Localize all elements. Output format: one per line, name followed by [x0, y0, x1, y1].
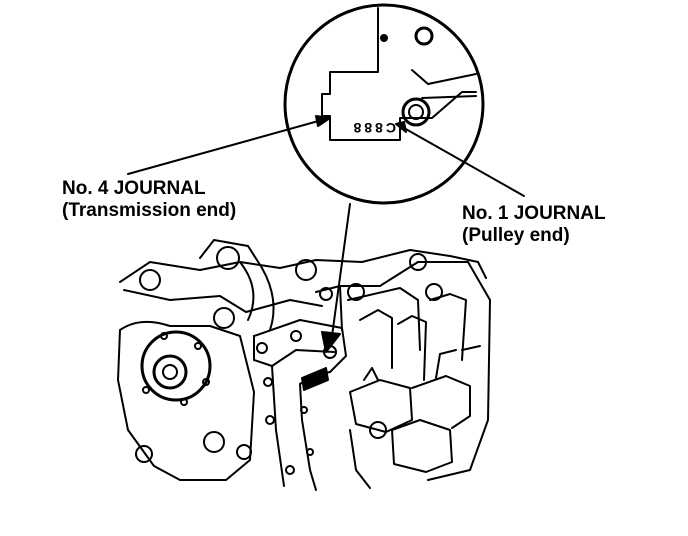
- journal-code-stamp: [301, 367, 329, 391]
- no4-journal-subtitle: (Transmission end): [62, 200, 237, 221]
- no4-journal-label: No. 4 JOURNAL (Transmission end): [62, 178, 236, 222]
- no1-journal-label: No. 1 JOURNAL (Pulley end): [462, 203, 606, 247]
- no1-journal-title: No. 1 JOURNAL: [462, 203, 606, 224]
- stamp-code-text: C888: [351, 120, 396, 136]
- no1-journal-subtitle: (Pulley end): [462, 225, 570, 246]
- detail-magnifier: [283, 3, 485, 205]
- engine-block: [117, 239, 491, 491]
- no4-journal-title: No. 4 JOURNAL: [62, 178, 206, 199]
